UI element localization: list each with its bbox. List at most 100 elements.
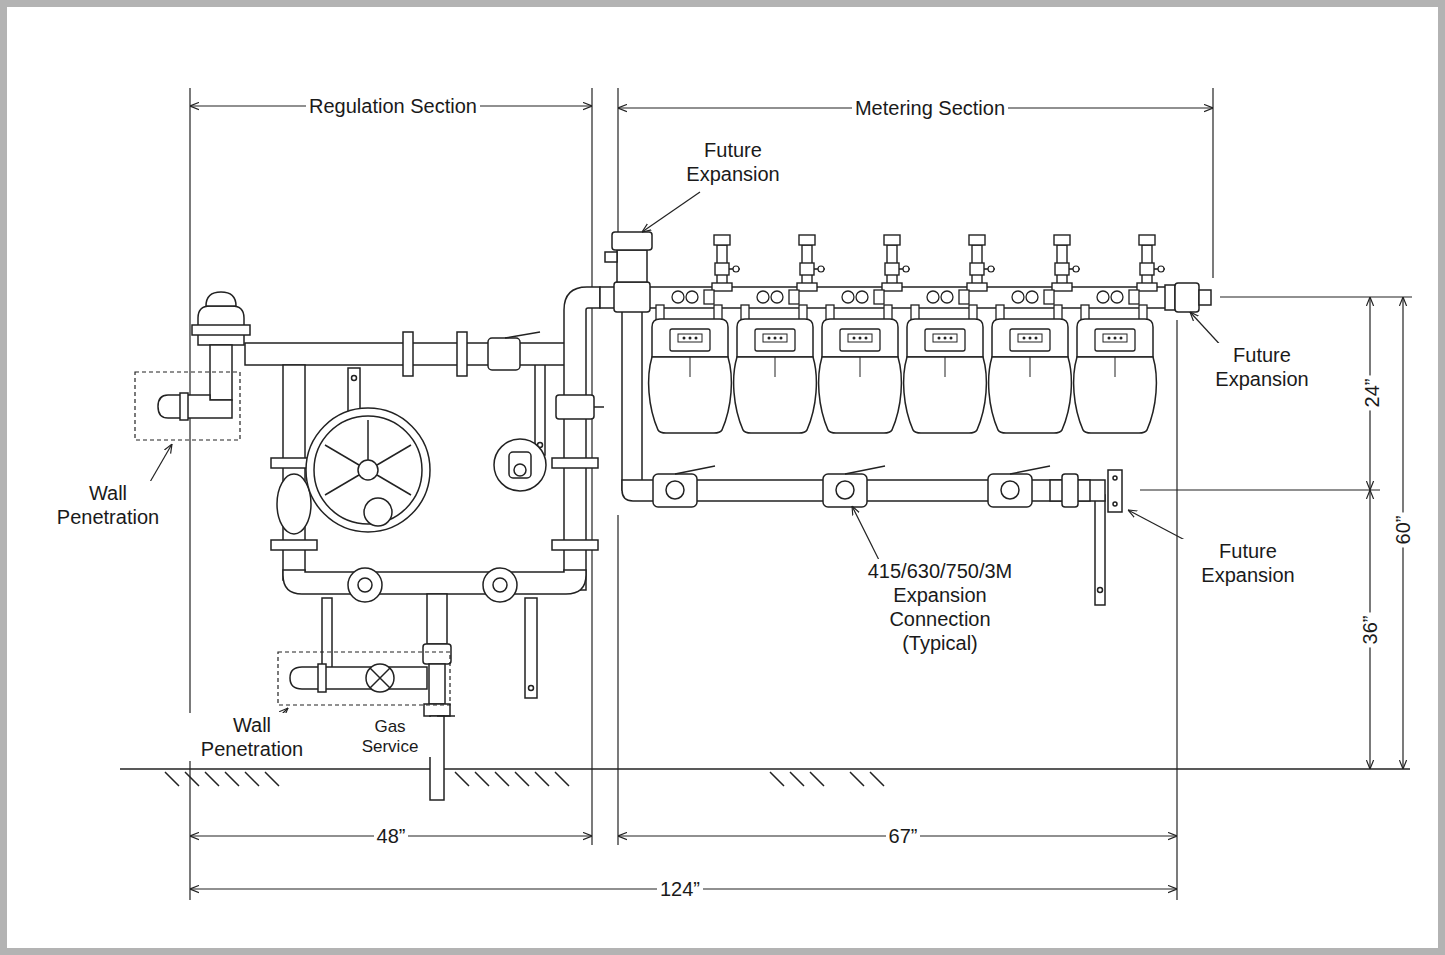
- metering-piping-part: [1165, 285, 1175, 310]
- leader-lines-part: [852, 506, 880, 562]
- dimension-lines-part: [1176, 320, 1177, 900]
- regulation-piping-part: [493, 578, 507, 592]
- meter-bank-part: [989, 235, 1080, 433]
- metering-piping-part: [1199, 290, 1211, 305]
- metering-piping-part: [823, 474, 867, 507]
- metering-piping-part: [1113, 476, 1117, 480]
- regulation-piping-part: [427, 594, 447, 644]
- regulation-piping-part: [367, 420, 369, 460]
- regulation-piping-part: [325, 445, 359, 465]
- regulation-piping-part: [529, 686, 534, 691]
- meter-bank-part: [1074, 235, 1165, 433]
- dimension-label: 24”: [1360, 376, 1384, 411]
- regulation-piping-part: [377, 445, 411, 465]
- metering-piping-part: [605, 252, 617, 262]
- regulation-piping-part: [325, 475, 359, 495]
- metering-piping-part: [614, 282, 650, 312]
- regulation-piping-part: [514, 464, 526, 476]
- regulation-piping-part: [377, 475, 411, 495]
- regulation-piping-part: [424, 704, 450, 716]
- sheet-border: [4, 4, 1442, 952]
- meter-bank: [649, 235, 1165, 433]
- callout-label: Future Expansion: [1180, 539, 1316, 587]
- dimension-lines-part: [189, 88, 190, 900]
- regulation-piping-part: [358, 460, 378, 480]
- wall-penetration-box-part: [135, 372, 240, 440]
- regulation-piping-part: [494, 439, 546, 491]
- regulation-piping-part: [403, 332, 413, 376]
- meter-bank-part: [649, 235, 740, 433]
- callout-label: Wall Penetration: [40, 481, 176, 529]
- dimension-label: 67”: [886, 824, 921, 848]
- regulation-piping: [158, 287, 604, 800]
- regulation-piping-part: [158, 395, 232, 418]
- regulation-piping-part: [488, 338, 520, 370]
- section-label: Metering Section: [852, 96, 1008, 120]
- metering-piping-part: [1001, 481, 1019, 499]
- callout-label: Future Expansion: [670, 138, 796, 186]
- regulation-piping-part: [366, 664, 394, 692]
- callout-label: 415/630/750/3M Expansion Connection (Typ…: [852, 559, 1028, 655]
- meter-bank-part: [819, 235, 910, 433]
- regulation-piping-part: [437, 715, 455, 717]
- ground-line-part: [120, 768, 1410, 770]
- leader-lines: [150, 192, 1225, 722]
- callout-label: Gas Service: [347, 717, 433, 758]
- meter-bank-part: [904, 235, 995, 433]
- regulation-piping-part: [364, 498, 392, 526]
- regulation-piping-part: [318, 664, 326, 692]
- regulation-piping-part: [206, 292, 236, 306]
- metering-piping-part: [675, 466, 715, 474]
- metering-piping-part: [988, 474, 1032, 507]
- metering-piping-part: [1113, 502, 1117, 506]
- metering-piping-part: [622, 282, 642, 490]
- regulation-piping-part: [358, 578, 372, 592]
- wall-penetration-box-part: [278, 652, 450, 705]
- metering-piping-part: [836, 481, 854, 499]
- regulation-piping-part: [370, 668, 390, 688]
- section-label: Regulation Section: [306, 94, 480, 118]
- metering-piping-part: [1062, 474, 1078, 507]
- metering-piping-part: [1175, 283, 1199, 312]
- dimension-lines-part: [1140, 489, 1380, 490]
- regulation-piping-part: [423, 644, 451, 664]
- metering-piping-part: [666, 481, 684, 499]
- ground-line-part: [165, 772, 884, 786]
- leader-lines-part: [150, 444, 172, 482]
- regulation-piping-part: [525, 598, 537, 698]
- regulation-piping-part: [594, 406, 604, 408]
- wall-penetration-box: [135, 372, 450, 705]
- metering-piping-part: [1095, 495, 1105, 605]
- dimension-lines-part: [617, 515, 618, 845]
- regulation-piping-part: [180, 393, 188, 420]
- regulation-piping-part: [306, 408, 430, 532]
- callout-label: Future Expansion: [1199, 343, 1325, 391]
- dimension-label: 124”: [657, 877, 703, 901]
- metering-piping-part: [845, 466, 885, 474]
- regulation-piping-part: [483, 568, 517, 602]
- metering-piping-part: [653, 474, 697, 507]
- metering-piping-part: [617, 250, 647, 282]
- dimension-lines-part: [1212, 88, 1213, 278]
- regulation-piping-part: [552, 458, 598, 468]
- ground-line: [120, 769, 1410, 786]
- regulation-piping-part: [271, 540, 317, 550]
- dimension-label: 48”: [374, 824, 409, 848]
- regulation-piping-part: [290, 667, 427, 689]
- regulation-piping-part: [429, 664, 445, 704]
- metering-piping-part: [1108, 470, 1122, 512]
- metering-piping-part: [1098, 588, 1103, 593]
- dimension-lines-part: [1220, 296, 1412, 297]
- metering-piping-part: [612, 232, 652, 250]
- dimension-label: 60”: [1391, 513, 1415, 548]
- metering-piping: [600, 232, 1211, 605]
- regulation-piping-part: [457, 332, 467, 376]
- regulation-piping-part: [556, 395, 594, 419]
- regulation-piping-part: [277, 474, 311, 534]
- regulation-piping-part: [352, 376, 357, 381]
- dimension-lines: [190, 88, 1412, 900]
- callout-label: Wall Penetration: [184, 713, 320, 761]
- meter-bank-part: [734, 235, 825, 433]
